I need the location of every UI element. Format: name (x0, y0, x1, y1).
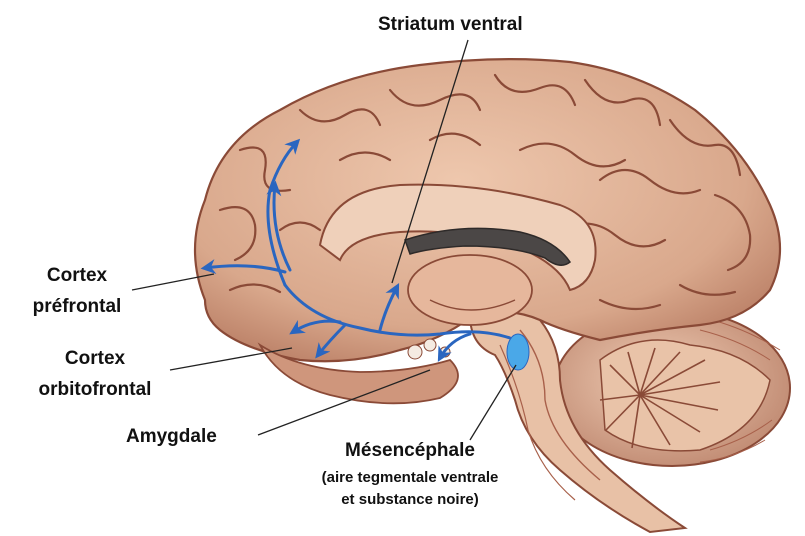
label-cortex-orbitofrontal-line1: Cortex (20, 348, 170, 371)
label-cortex-orbitofrontal: Cortex orbitofrontal (20, 348, 170, 402)
label-cortex-prefrontal-line2: préfrontal (22, 296, 132, 319)
label-amygdale: Amygdale (126, 426, 217, 449)
leader-mesencephale (470, 365, 516, 440)
label-mesencephale-detail-1: (aire tegmentale ventrale (260, 469, 560, 487)
label-cortex-orbitofrontal-line2: orbitofrontal (20, 379, 170, 402)
label-cortex-prefrontal-line1: Cortex (22, 265, 132, 288)
label-mesencephale-title: Mésencéphale (260, 440, 560, 463)
label-mesencephale-detail-2: et substance noire) (260, 491, 560, 509)
label-mesencephale: Mésencéphale (aire tegmentale ventrale e… (260, 440, 560, 509)
label-cortex-prefrontal: Cortex préfrontal (22, 265, 132, 319)
label-striatum-ventral: Striatum ventral (378, 14, 523, 37)
